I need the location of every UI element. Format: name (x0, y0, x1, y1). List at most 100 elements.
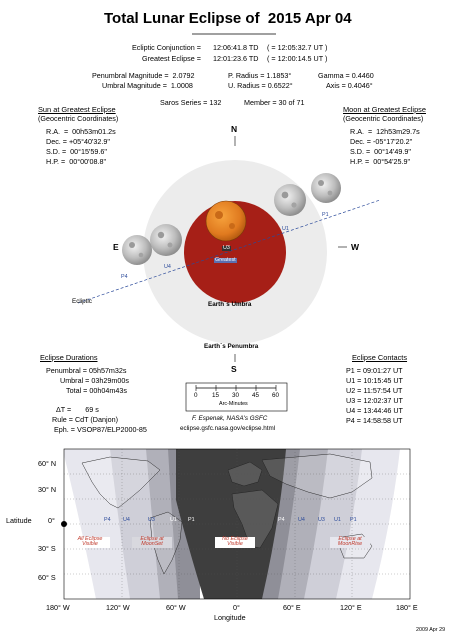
moon-dec: Dec. = -05°17'20.2" (350, 137, 413, 146)
penumbral-magnitude: Penumbral Magnitude = 2.0792 (92, 71, 195, 80)
sun-sd: S.D. = 00°15'59.6" (46, 147, 107, 156)
region-none-visible: No Eclipse Visible (215, 536, 255, 548)
sun-subheading: (Geocentric Coordinates) (38, 114, 119, 123)
arc-scale (185, 382, 288, 412)
lon-label-60e: 60° E (283, 603, 301, 612)
east-label: E (113, 242, 119, 252)
lon-label-120w: 120° W (106, 603, 130, 612)
moon-hp: H.P. = 00°54'25.9" (350, 157, 411, 166)
delta-t: ΔT = 69 s (56, 405, 99, 414)
moon-heading: Moon at Greatest Eclipse (343, 105, 426, 114)
map-contact-p1-left: P1 (188, 517, 195, 523)
map-contact-p4-left: P4 (104, 517, 111, 523)
region-moonrise: Eclipse at MoonRise (330, 536, 370, 548)
conjunction-value: 12:06:41.8 TD (213, 43, 259, 52)
moon-p1 (311, 173, 341, 203)
umbral-duration: Umbral = 03h29m00s (60, 376, 129, 385)
greatest-label: Greatest Eclipse = (142, 54, 201, 63)
lat-label-60n: 60° N (38, 459, 57, 468)
scale-tick-60: 60 (272, 392, 280, 399)
north-label: N (231, 124, 238, 134)
p1-moon-label: P1 (322, 212, 329, 218)
moon-u1 (274, 184, 306, 216)
axis: Axis = 0.4046° (326, 81, 373, 90)
scale-tick-0: 0 (194, 392, 198, 399)
moon-subheading: (Geocentric Coordinates) (343, 114, 424, 123)
ecliptic-line (77, 199, 381, 304)
sun-dec: Dec. = +05°40'32.9" (46, 137, 110, 146)
penumbral-duration: Penumbral = 05h57m32s (46, 366, 127, 375)
contact-u1: U1 = 10:15:45 UT (346, 376, 403, 385)
longitude-axis-label: Longitude (214, 613, 246, 622)
contact-u3: U3 = 12:02:37 UT (346, 396, 403, 405)
moon-greatest (205, 200, 247, 242)
map-contact-u3-right: U3 (318, 517, 325, 523)
scale-tick-15: 15 (212, 392, 220, 399)
region-all-visible: All Eclipse Visible (70, 536, 110, 548)
lon-label-180e: 180° E (396, 603, 418, 612)
u4-moon-label: U4 (164, 264, 171, 270)
map-contact-u3-left: U3 (148, 517, 155, 523)
lon-label-180w: 180° W (46, 603, 70, 612)
contact-p1: P1 = 09:01:27 UT (346, 366, 403, 375)
saros-member: Member = 30 of 71 (244, 98, 305, 107)
greatest-value: 12:01:23.6 TD (213, 54, 259, 63)
credit-url: eclipse.gsfc.nasa.gov/eclipse.html (180, 425, 276, 432)
page-title: Total Lunar Eclipse of 2015 Apr 04 (104, 10, 352, 27)
title-rule (192, 33, 276, 35)
conjunction-label: Ecliptic Conjunction = (132, 43, 201, 52)
contacts-heading: Eclipse Contacts (352, 353, 408, 362)
sun-hp: H.P. = 00°00'08.8" (46, 157, 107, 166)
gamma: Gamma = 0.4460 (318, 71, 374, 80)
contact-u2: U2 = 11:57:54 UT (346, 386, 403, 395)
moon-p4 (122, 235, 152, 265)
u3-moon-label: U3 (222, 245, 231, 252)
p4-moon-label: P4 (121, 274, 128, 280)
durations-heading: Eclipse Durations (40, 353, 98, 362)
ephemeris: Eph. = VSOP87/ELP2000-85 (54, 425, 147, 434)
greatest-label: Greatest (214, 257, 237, 264)
scale-tick-45: 45 (252, 392, 260, 399)
sublunar-point-icon (61, 521, 67, 527)
latitude-axis-label: Latitude (6, 516, 32, 525)
south-label: S (231, 364, 237, 374)
map-contact-p1-right: P1 (350, 517, 357, 523)
conjunction-ut: ( = 12:05:32.7 UT ) (267, 43, 328, 52)
map-contact-u4-right: U4 (298, 517, 305, 523)
map-contact-p4-right: P4 (278, 517, 285, 523)
footer-date: 2009 Apr 29 (416, 627, 446, 633)
sun-ra: R.A. = 00h53m01.2s (46, 127, 116, 136)
lon-label-120e: 120° E (340, 603, 362, 612)
ecliptic-label: Ecliptic (72, 298, 92, 305)
contact-u4: U4 = 13:44:46 UT (346, 406, 403, 415)
map-contact-u1-left: U1 (170, 517, 177, 523)
lat-label-30n: 30° N (38, 485, 57, 494)
saros-series: Saros Series = 132 (160, 98, 222, 107)
greatest-ut: ( = 12:00:14.5 UT ) (267, 54, 328, 63)
sun-heading: Sun at Greatest Eclipse (38, 105, 116, 114)
moon-sd: S.D. = 00°14'49.9" (350, 147, 411, 156)
moon-u4 (150, 224, 182, 256)
moon-ra: R.A. = 12h53m29.7s (350, 127, 420, 136)
map-contact-u1-right: U1 (334, 517, 341, 523)
scale-label: Arc-Minutes (219, 401, 248, 407)
scale-tick-30: 30 (232, 392, 240, 399)
lon-label-60w: 60° W (166, 603, 186, 612)
contact-p4: P4 = 14:58:58 UT (346, 416, 403, 425)
penumbra-label: Earth`s Penumbra (204, 343, 259, 350)
u-radius: U. Radius = 0.6522° (228, 81, 293, 90)
credit-author: F. Espenak, NASA's GSFC (192, 415, 268, 422)
west-label: W (351, 242, 360, 252)
lon-label-0: 0° (233, 603, 240, 612)
lat-label-30s: 30° S (38, 544, 56, 553)
region-moonset: Eclipse at MoonSet (132, 536, 172, 548)
umbral-magnitude: Umbral Magnitude = 1.0008 (102, 81, 193, 90)
eclipse-diagram (77, 136, 381, 362)
u1-moon-label: U1 (282, 226, 289, 232)
map-contact-u4-left: U4 (123, 517, 130, 523)
rule: Rule = CdT (Danjon) (52, 415, 118, 424)
lat-label-0: 0° (48, 516, 55, 525)
total-duration: Total = 00h04m43s (66, 386, 127, 395)
umbra-label: Earth`s Umbra (208, 301, 252, 308)
